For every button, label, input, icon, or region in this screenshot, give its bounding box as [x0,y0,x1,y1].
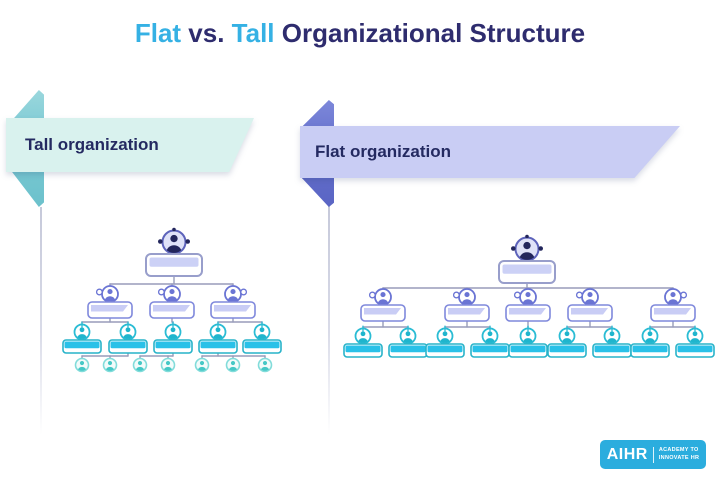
person-icon [209,321,227,341]
logo-tagline-line1: ACADEMY TO [658,447,699,454]
aihr-logo-text: AIHR [606,445,648,463]
org-box [242,339,282,354]
logo-tagline-line2: INNOVATE HR [658,454,700,461]
person-icon [399,325,417,345]
org-box [592,343,632,358]
flat-banner-label: Flat organization [315,142,451,161]
person-icon [641,325,659,345]
title-segment: vs. [181,18,232,48]
tall-banner-label: Tall organization [25,135,159,154]
logo-tagline: ACADEMY TO INNOVATE HR [659,447,699,462]
person-icon [257,357,273,373]
person-icon [253,321,271,341]
left-panel-edge [40,207,42,435]
person-icon [224,285,248,303]
person-icon [160,357,176,373]
person-icon [157,285,181,303]
flat-banner: Flat organization [300,126,680,178]
org-box [650,304,696,322]
flat-banner-shape: Flat organization [300,126,680,178]
org-box [87,301,133,319]
page-title: Flat vs. Tall Organizational Structure [0,18,720,49]
person-icon [575,288,599,306]
person-icon [95,285,119,303]
org-box [505,304,551,322]
person-icon [511,234,543,262]
org-box [388,343,428,358]
org-box [149,301,195,319]
aihr-logo: AIHR ACADEMY TO INNOVATE HR [600,440,706,469]
org-box [153,339,193,354]
org-box [425,343,465,358]
org-box [508,343,548,358]
person-icon [368,288,392,306]
person-icon [158,227,190,255]
title-segment: Organizational Structure [274,18,586,48]
org-box [145,253,203,277]
org-box [62,339,102,354]
person-icon [225,357,241,373]
title-segment: Tall [231,18,275,48]
org-box [343,343,383,358]
org-box [630,343,670,358]
org-box [675,343,715,358]
person-icon [603,325,621,345]
person-icon [686,325,704,345]
tall-banner: Tall organization [6,118,254,172]
person-icon [664,288,688,306]
person-icon [74,357,90,373]
person-icon [436,325,454,345]
title-segment: Flat [134,18,182,48]
person-icon [558,325,576,345]
person-icon [452,288,476,306]
logo-divider [652,446,654,463]
person-icon [132,357,148,373]
org-box [567,304,613,322]
org-box [108,339,148,354]
org-box [360,304,406,322]
person-icon [519,325,537,345]
tall-banner-shape: Tall organization [6,118,254,172]
org-box [198,339,238,354]
person-icon [164,321,182,341]
org-box [547,343,587,358]
org-box [210,301,256,319]
right-panel-edge [328,206,330,435]
org-box [444,304,490,322]
person-icon [194,357,210,373]
person-icon [73,321,91,341]
person-icon [481,325,499,345]
person-icon [354,325,372,345]
org-box [498,260,556,284]
org-box [470,343,510,358]
person-icon [513,288,537,306]
person-icon [119,321,137,341]
person-icon [102,357,118,373]
